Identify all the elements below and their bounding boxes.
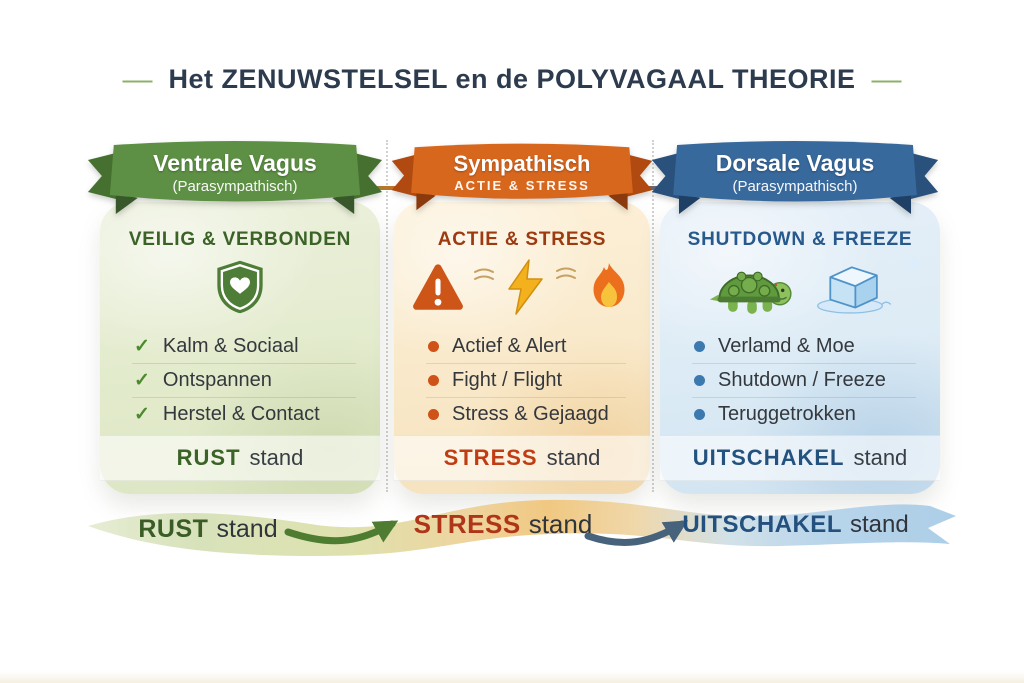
panel-header: SHUTDOWN & FREEZE [687, 229, 913, 250]
bullet-icon [694, 409, 705, 420]
list-item: Teruggetrokken [692, 398, 916, 431]
bottom-watercolor-wash [0, 671, 1024, 683]
list-item-label: Stress & Gejaagd [452, 403, 609, 425]
flow-stage-label: RUST [138, 515, 209, 543]
benefit-list: Actief & Alert Fight / Flight Stress & G… [426, 330, 626, 431]
banner-text: Sympathisch ACTIE & STRESS [390, 139, 654, 212]
icon-row [394, 256, 650, 322]
lightning-icon [503, 258, 547, 320]
flow-stage-word: stand [528, 509, 593, 539]
bullet-icon [694, 375, 705, 386]
dorsal-vagus-banner: Dorsale Vagus (Parasympathisch) [650, 136, 940, 216]
stand-word: stand [853, 445, 908, 470]
list-item: Verlamd & Moe [692, 330, 916, 364]
motion-lines-icon [555, 266, 577, 287]
column-separator-dotted-line [386, 140, 388, 492]
flow-band [88, 499, 956, 556]
warning-triangle-icon [411, 262, 465, 317]
bullet-icon [428, 375, 439, 386]
bullet-icon [428, 341, 439, 352]
column-separator-dotted-line [652, 140, 654, 492]
page-title-text: Het ZENUWSTELSEL en de POLYVAGAAL THEORI… [168, 64, 856, 94]
sympathisch-panel: ACTIE & STRESS [394, 202, 650, 494]
stand-band: UITSCHAKEL stand [660, 435, 940, 481]
list-item-label: Herstel & Contact [162, 403, 320, 425]
flow-arrow-icon [284, 520, 399, 545]
banner-subtitle: (Parasympathisch) [172, 177, 298, 195]
list-item-label: Actief & Alert [452, 335, 567, 357]
panel-header: VEILIG & VERBONDEN [128, 229, 352, 250]
panel-header: ACTIE & STRESS [437, 229, 607, 250]
icon-row [660, 256, 940, 322]
flow-stage-label: STRESS [413, 509, 521, 539]
stand-band: STRESS stand [394, 435, 650, 481]
fire-icon [585, 260, 633, 319]
list-item-label: Verlamd & Moe [718, 335, 855, 357]
motion-lines-icon [473, 267, 495, 288]
banner-title: Sympathisch [453, 151, 591, 177]
flow-stage-rust: RUST stand [118, 515, 298, 544]
banner-subtitle: (Parasympathisch) [732, 177, 858, 195]
ventral-vagus-banner: Ventrale Vagus (Parasympathisch) [86, 136, 384, 216]
ribbon-banner-shape [391, 143, 653, 211]
title-right-dash-icon: — [871, 62, 902, 96]
flow-stage-word: stand [849, 511, 909, 538]
banner-text: Dorsale Vagus (Parasympathisch) [650, 136, 940, 216]
list-item: ✓ Herstel & Contact [132, 398, 356, 431]
sympathisch-banner: Sympathisch ACTIE & STRESS [390, 139, 654, 212]
check-icon: ✓ [134, 370, 150, 391]
turtle-icon [707, 258, 799, 321]
benefit-list: ✓ Kalm & Sociaal ✓ Ontspannen ✓ Herstel … [132, 330, 356, 431]
title-left-dash-icon: — [122, 62, 153, 96]
stand-word: stand [249, 445, 304, 470]
stand-label: UITSCHAKEL [692, 445, 845, 470]
list-item-label: Fight / Flight [452, 369, 563, 391]
list-item-label: Shutdown / Freeze [718, 369, 886, 391]
flow-stage-word: stand [216, 515, 278, 543]
list-item: Stress & Gejaagd [426, 398, 626, 431]
bullet-icon [694, 341, 705, 352]
icon-row [100, 256, 380, 322]
benefit-list: Verlamd & Moe Shutdown / Freeze Terugget… [692, 330, 916, 431]
stand-word: stand [546, 445, 601, 470]
snowflake-icon [904, 253, 924, 279]
banner-subtitle: ACTIE & STRESS [454, 177, 590, 193]
list-item: Fight / Flight [426, 364, 626, 398]
shield-heart-icon [211, 258, 269, 321]
stand-band: RUST stand [100, 435, 380, 481]
flow-stage-stress: STRESS stand [408, 509, 598, 540]
banner-title: Dorsale Vagus [715, 150, 875, 177]
list-item: ✓ Kalm & Sociaal [132, 330, 356, 364]
list-item-label: Ontspannen [162, 369, 272, 391]
ventral-vagus-panel: VEILIG & VERBONDEN ✓ Kalm & Sociaal ✓ On… [100, 202, 380, 494]
list-item: Shutdown / Freeze [692, 364, 916, 398]
ribbon-banner-shape [87, 141, 383, 214]
page-title: — Het ZENUWSTELSEL en de POLYVAGAAL THEO… [0, 64, 1024, 95]
ribbon-banner-shape [651, 141, 939, 214]
list-item: ✓ Ontspannen [132, 364, 356, 398]
banner-title: Ventrale Vagus [153, 150, 317, 177]
list-item: Actief & Alert [426, 330, 626, 364]
stand-label: STRESS [443, 445, 538, 470]
flow-arrow-icon [584, 520, 689, 546]
list-item-label: Kalm & Sociaal [162, 335, 299, 357]
flow-stage-label: UITSCHAKEL [682, 511, 842, 538]
ice-cube-icon [807, 258, 893, 321]
dorsal-vagus-panel: SHUTDOWN & FREEZE [660, 202, 940, 494]
check-icon: ✓ [134, 404, 150, 425]
check-icon: ✓ [134, 336, 150, 357]
stand-label: RUST [176, 445, 241, 470]
banner-text: Ventrale Vagus (Parasympathisch) [86, 136, 384, 216]
flow-stage-uitschakel: UITSCHAKEL stand [682, 511, 908, 539]
list-item-label: Teruggetrokken [718, 403, 856, 425]
bullet-icon [428, 409, 439, 420]
flow-ribbon-shape [88, 499, 956, 556]
